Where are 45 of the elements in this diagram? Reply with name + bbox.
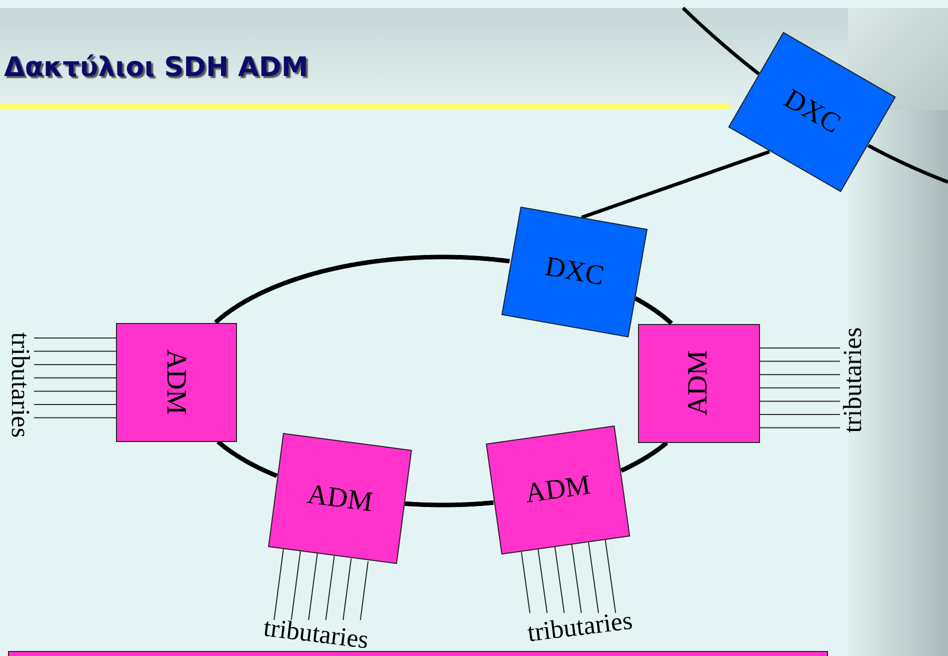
ring-link xyxy=(633,296,674,326)
tributary-line xyxy=(760,414,840,415)
ring-link xyxy=(403,500,496,508)
tributary-line xyxy=(34,350,116,352)
tributaries-label: tributaries xyxy=(838,327,868,433)
tributary-line xyxy=(760,360,840,362)
tributary-line xyxy=(34,417,116,418)
link-line xyxy=(580,150,771,220)
tributary-line xyxy=(325,555,335,620)
tributary-line xyxy=(308,552,318,620)
tributary-line xyxy=(520,552,530,614)
tributary-line xyxy=(604,538,616,614)
ring-link xyxy=(619,440,669,473)
node-label: DXC xyxy=(778,83,846,141)
tributary-line xyxy=(554,546,565,614)
multiplexer-box xyxy=(638,324,760,442)
tributary-line xyxy=(290,550,301,620)
tributary-line xyxy=(588,541,599,614)
tributary-line xyxy=(274,547,284,620)
tributaries-label: tributaries xyxy=(526,606,634,648)
node-label: DXC xyxy=(542,251,606,293)
link-line xyxy=(682,6,760,76)
tributaries-label: tributaries xyxy=(5,332,35,438)
tributary-line xyxy=(342,558,352,620)
link-line xyxy=(866,144,948,184)
multiplexer-box xyxy=(116,322,236,442)
tributary-line xyxy=(34,377,116,378)
tributary-line xyxy=(538,548,548,614)
tributary-line xyxy=(34,364,116,366)
tributary-line xyxy=(760,387,840,388)
ring-link xyxy=(214,254,511,324)
tributary-line xyxy=(34,390,116,392)
tributary-line xyxy=(34,404,116,405)
ring-link xyxy=(216,440,279,478)
node-label: ADM xyxy=(523,470,593,510)
tributary-line xyxy=(760,374,840,376)
tributary-line xyxy=(760,427,840,428)
tributary-line xyxy=(760,400,840,402)
node-label: ADM xyxy=(160,349,192,415)
node-label: ADM xyxy=(683,350,715,416)
tributary-line xyxy=(571,544,582,614)
slide-title: Δακτύλιοι SDH ADM xyxy=(4,52,308,83)
tributaries-label: tributaries xyxy=(262,612,370,656)
node-label: ADM xyxy=(306,478,374,518)
tributary-line xyxy=(360,560,369,620)
